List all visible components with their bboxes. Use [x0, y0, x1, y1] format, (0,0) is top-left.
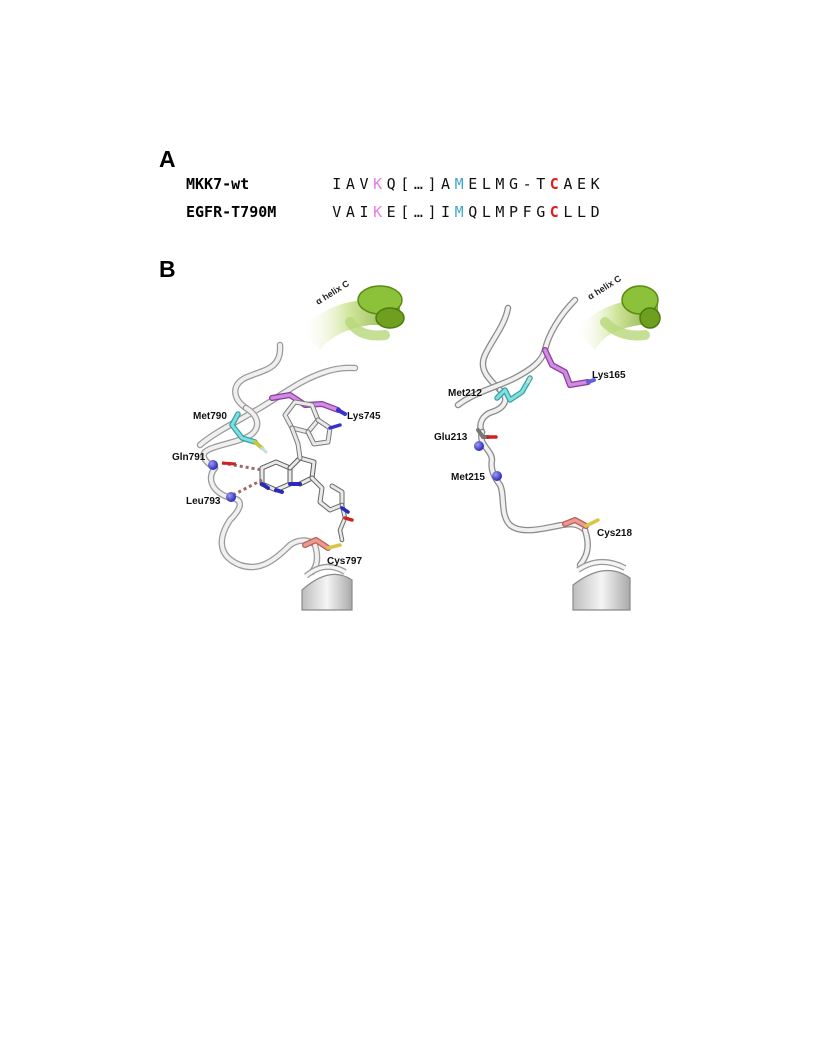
residue-plain: I: [359, 203, 369, 221]
residue-plain: V: [359, 175, 369, 193]
residue-plain: A: [441, 175, 451, 193]
right-structure: α helix C Met212 Lys165 Glu213 Met215 Cy…: [434, 273, 661, 611]
residue-plain: I: [332, 175, 342, 193]
residue-plain: L: [481, 203, 491, 221]
left-cys-residue: [302, 537, 342, 551]
right-helix-label: α helix C: [586, 273, 624, 302]
residue-plain: D: [590, 203, 600, 221]
left-helix-label: α helix C: [314, 278, 352, 307]
left-helix-c: [300, 285, 405, 350]
sequence-name-mkk7: MKK7-wt: [186, 175, 250, 193]
label-met215: Met215: [451, 472, 485, 483]
residue-plain: …: [413, 175, 423, 193]
label-glu213: Glu213: [434, 432, 468, 443]
residue-plain: …: [413, 203, 423, 221]
residue-plain: -: [522, 175, 532, 193]
label-leu793: Leu793: [186, 496, 221, 507]
residue-met: M: [454, 203, 464, 221]
residue-plain: A: [563, 175, 573, 193]
right-nitrogen-glu213: [474, 441, 484, 451]
residue-cys: C: [549, 175, 559, 193]
residue-plain: G: [509, 175, 519, 193]
residue-plain: M: [495, 175, 505, 193]
left-backbone: [196, 341, 359, 576]
residue-plain: T: [536, 175, 546, 193]
residue-plain: ]: [427, 175, 437, 193]
right-cys-residue: [562, 517, 600, 529]
residue-plain: F: [522, 203, 532, 221]
right-glu-residue: [476, 428, 498, 439]
residue-plain: A: [345, 175, 355, 193]
label-cys218: Cys218: [597, 528, 632, 539]
residue-plain: L: [563, 203, 573, 221]
residue-plain: L: [481, 175, 491, 193]
residue-plain: M: [495, 203, 505, 221]
residue-met: M: [454, 175, 464, 193]
panel-b-letter: B: [159, 256, 176, 282]
residue-plain: G: [536, 203, 546, 221]
left-nitrogen-leu793: [226, 492, 236, 502]
residue-cys: C: [549, 203, 559, 221]
label-gln791: Gln791: [172, 452, 206, 463]
right-bottom-helix: [572, 559, 631, 611]
residue-plain: E: [386, 203, 396, 221]
residue-lys: K: [373, 203, 383, 221]
residue-lys: K: [373, 175, 383, 193]
residue-plain: [: [400, 203, 410, 221]
panel-a-letter: A: [159, 146, 176, 172]
right-nitrogen-met215: [492, 471, 502, 481]
residue-plain: L: [576, 203, 586, 221]
left-bottom-helix: [301, 563, 353, 611]
label-lys165: Lys165: [592, 370, 626, 381]
residue-plain: [: [400, 175, 410, 193]
left-ligand: [259, 399, 354, 543]
residue-plain: A: [345, 203, 355, 221]
label-cys797: Cys797: [327, 556, 362, 567]
left-met-residue: [229, 411, 268, 454]
sequence-name-egfr: EGFR-T790M: [186, 203, 277, 221]
left-hbonds: [221, 461, 263, 497]
right-met-residue: [494, 375, 533, 403]
residue-plain: E: [468, 175, 478, 193]
residue-plain: E: [576, 175, 586, 193]
right-lys-residue: [542, 347, 596, 388]
label-met790: Met790: [193, 411, 227, 422]
residue-plain: V: [332, 203, 342, 221]
residue-plain: Q: [468, 203, 478, 221]
left-structure: α helix C Met790 Lys745 Gln791 Leu793 Cy…: [172, 278, 405, 611]
residue-plain: K: [590, 175, 600, 193]
label-lys745: Lys745: [347, 411, 381, 422]
label-met212: Met212: [448, 388, 482, 399]
residue-plain: P: [509, 203, 519, 221]
right-helix-c: [575, 285, 661, 350]
residue-plain: Q: [386, 175, 396, 193]
residue-plain: I: [441, 203, 451, 221]
left-nitrogen-gln791: [208, 460, 218, 470]
residue-plain: ]: [427, 203, 437, 221]
